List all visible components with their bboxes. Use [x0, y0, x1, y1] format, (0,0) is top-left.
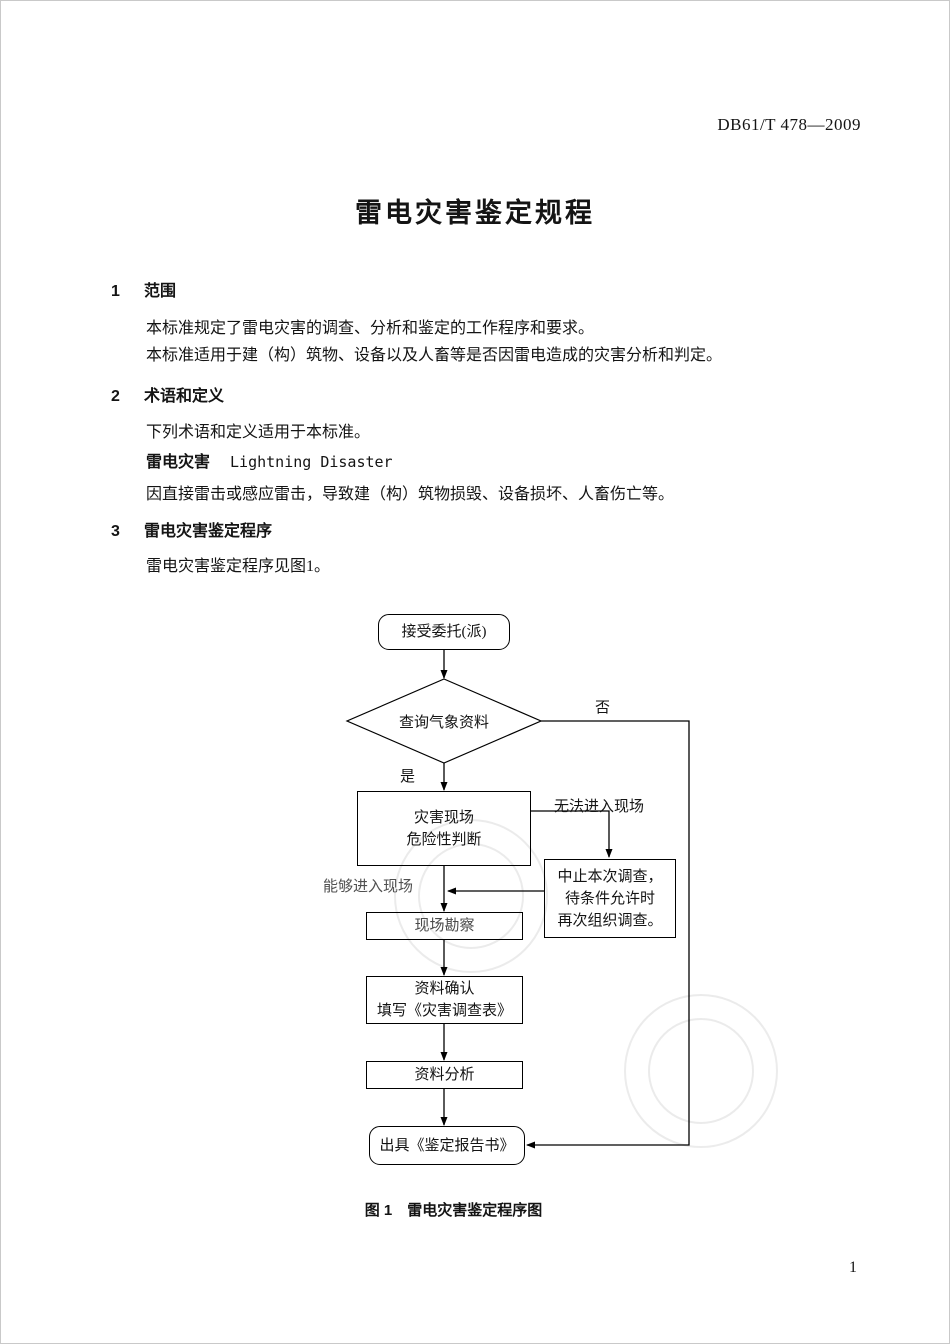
branch-label-cannot-enter-site: 无法进入现场	[554, 799, 645, 815]
flowchart-figure-1: 接受委托(派) 查询气象资料 灾害现场 危险性判断 中止本次调查， 待条件允许时…	[1, 601, 949, 1186]
section-3-heading: 3 雷电灾害鉴定程序	[111, 517, 272, 541]
term-definition-line: 雷电灾害 Lightning Disaster	[146, 448, 393, 472]
standard-number: DB61/T 478—2009	[717, 115, 861, 134]
section-1-paragraph-2: 本标准适用于建（构）筑物、设备以及人畜等是否因雷电造成的灾害分析和判定。	[146, 347, 723, 364]
section-2-paragraph-2: 因直接雷击或感应雷击，导致建（构）筑物损毁、设备损坏、人畜伤亡等。	[146, 486, 675, 503]
flowchart-node-site-survey: 现场勘察	[366, 912, 523, 940]
node-label: 现场勘察	[414, 918, 475, 934]
branch-label-yes: 是	[400, 769, 416, 785]
node-label: 资料分析	[414, 1067, 475, 1083]
document-title: 雷电灾害鉴定规程	[355, 198, 595, 228]
node-label-line2: 填写《灾害调查表》	[376, 1003, 512, 1019]
flowchart-node-issue-report: 出具《鉴定报告书》	[369, 1126, 525, 1165]
figure-caption-label: 图 1	[364, 1202, 393, 1219]
page-number: 1	[849, 1259, 857, 1276]
node-label-line1: 资料确认	[414, 981, 475, 997]
term-english: Lightning Disaster	[230, 453, 393, 471]
flowchart-node-hazard-assessment: 灾害现场 危险性判断	[357, 791, 531, 866]
node-label-line2: 待条件允许时	[564, 890, 655, 907]
branch-label-can-enter-site: 能够进入现场	[323, 879, 414, 895]
flowchart-node-check-weather-data: 查询气象资料	[354, 711, 534, 732]
node-label: 出具《鉴定报告书》	[379, 1137, 515, 1154]
section-3-number: 3	[111, 523, 120, 540]
flowchart-node-accept-commission: 接受委托(派)	[378, 614, 510, 650]
watermark	[394, 819, 778, 1148]
figure-caption-title: 雷电灾害鉴定程序图	[407, 1202, 543, 1219]
node-label: 接受委托(派)	[401, 624, 487, 640]
node-label-line2: 危险性判断	[406, 831, 482, 848]
node-label-line1: 灾害现场	[413, 809, 474, 826]
section-2-title: 术语和定义	[144, 388, 225, 405]
section-1-title: 范围	[144, 283, 177, 300]
section-1-number: 1	[111, 283, 120, 300]
arrow-hazard-to-suspend	[531, 810, 613, 858]
section-1-heading: 1 范围	[111, 277, 176, 301]
term-chinese: 雷电灾害	[146, 454, 211, 471]
flowchart-node-data-analysis: 资料分析	[366, 1061, 523, 1089]
section-2-number: 2	[111, 388, 120, 405]
arrow-no-branch	[526, 720, 690, 1149]
branch-label-no: 否	[595, 700, 611, 716]
figure-caption: 图 1 雷电灾害鉴定程序图	[1, 1199, 906, 1220]
section-3-title: 雷电灾害鉴定程序	[144, 523, 273, 540]
flowchart-connectors	[345, 650, 778, 1149]
flowchart-node-suspend-survey: 中止本次调查， 待条件允许时 再次组织调查。	[544, 859, 676, 938]
node-label-line3: 再次组织调查。	[557, 912, 663, 929]
section-2-heading: 2 术语和定义	[111, 382, 224, 406]
flowchart-node-data-confirmation: 资料确认 填写《灾害调查表》	[366, 976, 523, 1024]
section-3-paragraph-1: 雷电灾害鉴定程序见图1。	[146, 558, 331, 575]
node-label: 查询气象资料	[398, 715, 489, 731]
section-1-paragraph-1: 本标准规定了雷电灾害的调查、分析和鉴定的工作程序和要求。	[146, 320, 595, 337]
section-2-paragraph-1: 下列术语和定义适用于本标准。	[146, 424, 371, 441]
node-label-line1: 中止本次调查，	[557, 868, 663, 885]
